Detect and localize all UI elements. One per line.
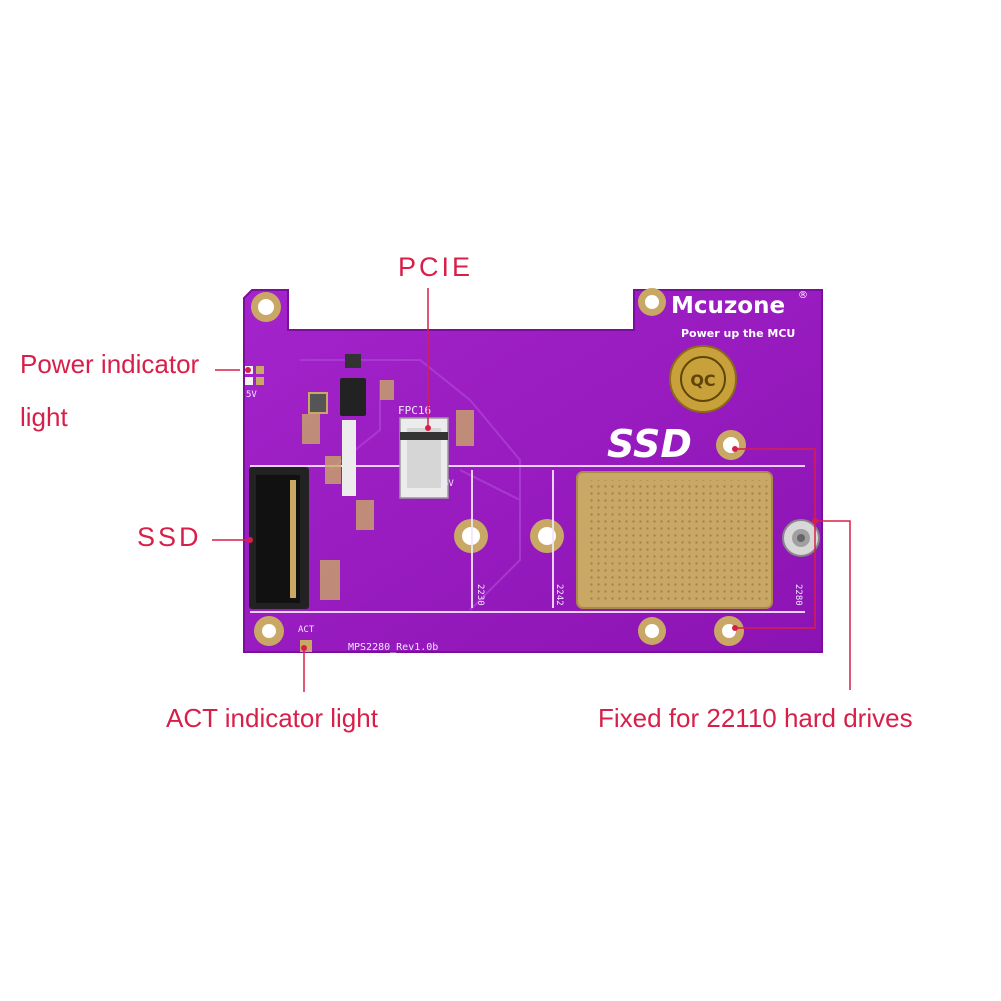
- fixed-leader-dot-right: [812, 518, 818, 524]
- mount-hole-bottom-left: [254, 616, 284, 646]
- power-led-silk-label: 5V: [246, 390, 257, 400]
- fixed-22110-annotation: Fixed for 22110 hard drives: [598, 703, 913, 733]
- fpc16-connector: [399, 417, 449, 499]
- ssd-board-title: SSD: [607, 422, 692, 466]
- size-label-2242: 2242: [554, 584, 564, 606]
- mount-hole-2242: [530, 519, 564, 553]
- size-label-2230: 2230: [475, 584, 485, 606]
- act-indicator-annotation: ACT indicator light: [166, 703, 378, 733]
- ssd-leader-dot: [247, 537, 253, 543]
- mount-hole-ssd: [716, 430, 746, 460]
- annotation-leader-lines: [212, 288, 851, 692]
- power-leader-dot: [245, 367, 251, 373]
- mount-hole-22110: [714, 616, 744, 646]
- qc-seal: QC: [669, 345, 737, 413]
- fixed-leader-dot-top: [732, 446, 738, 452]
- act-leader-dot: [301, 645, 307, 651]
- fpc16-silk-label: FPC16: [398, 404, 431, 417]
- brand-tagline: Power up the MCU: [681, 327, 795, 340]
- size-label-2280: 2280: [793, 584, 803, 606]
- brand-registered-mark: ®: [798, 290, 808, 301]
- power-indicator-text: Power indicator light: [20, 349, 200, 432]
- act-led-silk-label: ACT: [298, 625, 315, 635]
- mount-hole-top-right: [638, 288, 666, 316]
- revision-silk-label: MPS2280_Rev1.0b: [348, 642, 438, 653]
- mount-hole-bottom-mid: [638, 617, 666, 645]
- smd-components: [300, 354, 474, 652]
- fixed-leader-dot-bottom: [732, 625, 738, 631]
- pcie-annotation: PCIE: [398, 252, 474, 282]
- pcie-leader-dot: [425, 425, 431, 431]
- mount-hole-top-left: [251, 292, 281, 322]
- m2-ssd-slot: [249, 467, 309, 609]
- power-indicator-annotation: Power indicator light: [20, 338, 240, 444]
- ssd-slot-annotation: SSD: [137, 522, 202, 552]
- standoff-screw: [782, 519, 820, 557]
- qc-seal-text: QC: [690, 371, 715, 390]
- fpc-voltage-silk-label: 5V: [443, 479, 454, 489]
- brand-logo-text: Mcuzone: [671, 293, 785, 319]
